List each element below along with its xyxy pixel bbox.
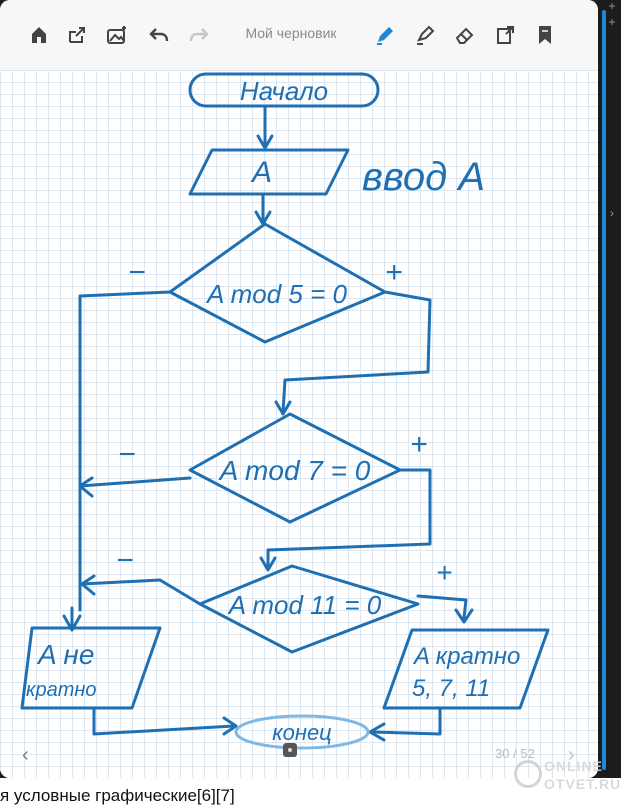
next-page-button[interactable]: ›	[568, 744, 575, 766]
eraser-icon[interactable]	[452, 22, 478, 48]
zoom-icon[interactable]: +	[608, 15, 616, 29]
home-icon[interactable]	[26, 22, 52, 48]
arrow-head	[222, 716, 238, 736]
flowchart-drawing: Начало A ввод A A mod 5 = 0 A mod 7 = 0 …	[20, 72, 550, 750]
arrow-head	[78, 476, 94, 498]
output-yes-line-2: 5, 7, 11	[412, 675, 490, 702]
yes-branch-line	[266, 468, 432, 568]
input-parallelogram	[188, 148, 350, 196]
redo-icon[interactable]	[186, 22, 212, 48]
arrow-head	[259, 556, 277, 572]
current-page: 30	[495, 746, 510, 761]
undo-icon[interactable]	[146, 22, 172, 48]
input-block-text: A	[250, 156, 272, 189]
document-title: Мой черновик	[245, 25, 337, 41]
pen-icon[interactable]	[372, 22, 398, 48]
minus-label-2: −	[118, 438, 136, 471]
output-no-line-1: A не	[36, 639, 94, 670]
watermark-icon	[514, 760, 542, 788]
plus-label-1: +	[385, 256, 403, 289]
export-icon[interactable]	[492, 22, 518, 48]
start-text: Начало	[240, 76, 328, 106]
decision-3-text: A mod 11 = 0	[227, 590, 382, 620]
connector	[92, 706, 236, 736]
yes-branch-line	[281, 290, 432, 414]
decision-1-text: A mod 5 = 0	[205, 279, 347, 309]
decision-2-text: A mod 7 = 0	[218, 455, 371, 486]
arrow-head	[80, 574, 96, 596]
plus-label-3: +	[436, 557, 452, 588]
decision-2-diamond	[188, 412, 402, 524]
highlighter-icon[interactable]	[412, 22, 438, 48]
page-indicator-icon[interactable]	[283, 743, 297, 757]
minus-label-3: −	[116, 544, 134, 577]
output-no-parallelogram	[20, 626, 162, 710]
arrow-head	[454, 608, 474, 624]
output-yes-parallelogram	[382, 628, 550, 710]
plus-label-2: +	[410, 428, 428, 461]
decision-1-diamond	[168, 222, 387, 344]
output-no-line-2: кратно	[26, 679, 96, 701]
background-article-text: я условные графические[6][7]	[0, 786, 235, 805]
scroll-accent-bar	[602, 10, 606, 770]
toolbar: Мой черновик	[0, 0, 598, 71]
previous-page-button[interactable]: ‹	[22, 744, 29, 766]
watermark: ONLINE OTVET.RU	[510, 754, 620, 802]
plus-icon[interactable]: +	[608, 0, 616, 13]
input-label-text: ввод A	[362, 155, 485, 199]
arrow-head	[368, 722, 386, 742]
decision-3-diamond	[198, 564, 420, 654]
no-branch-line	[78, 476, 192, 488]
connector	[370, 706, 442, 736]
yes-branch-line	[416, 594, 468, 620]
minus-label-1: −	[128, 256, 146, 289]
chevron-right-icon[interactable]: ›	[610, 206, 614, 220]
page-counter: 30 / 52	[495, 746, 535, 761]
share-icon[interactable]	[64, 22, 90, 48]
arrow-head	[256, 134, 274, 150]
end-text: конец	[272, 720, 332, 745]
watermark-line-1: ONLINE	[544, 758, 603, 774]
watermark-line-2: OTVET.RU	[544, 776, 621, 792]
arrow-head	[62, 614, 82, 632]
image-icon[interactable]	[104, 22, 130, 48]
start-terminal	[188, 72, 380, 108]
no-branch-line	[78, 290, 172, 612]
no-branch-line	[80, 578, 202, 606]
note-canvas[interactable]	[0, 70, 598, 778]
arrow-head	[274, 400, 292, 416]
output-yes-line-1: A кратно	[412, 643, 520, 670]
bookmark-icon[interactable]	[532, 22, 558, 48]
page-separator: /	[513, 746, 517, 761]
notebook-window: Мой черновик	[0, 0, 598, 778]
end-terminal	[234, 714, 370, 750]
total-pages: 52	[520, 746, 535, 761]
